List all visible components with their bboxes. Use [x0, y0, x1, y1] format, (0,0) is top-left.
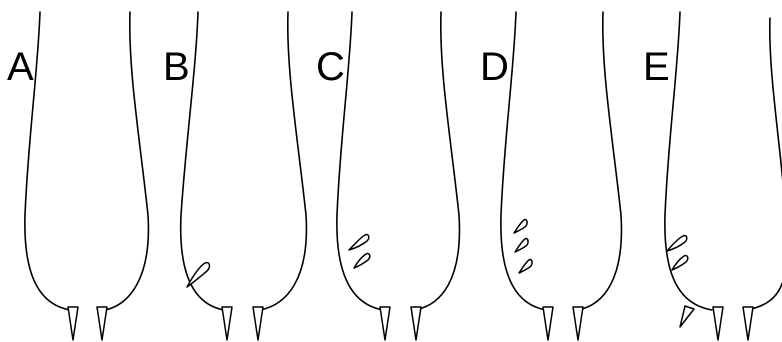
panel-a: A	[7, 12, 148, 340]
terminal-spine-right	[97, 307, 107, 340]
lateral-spine-upper	[349, 235, 369, 250]
terminal-spine-right	[573, 307, 583, 340]
terminal-spine-right	[253, 307, 263, 340]
panel-label-c: C	[316, 45, 345, 89]
segment-outline-right	[260, 12, 306, 310]
panel-e: E	[643, 12, 782, 340]
lateral-spine	[187, 263, 209, 287]
terminal-spine-right	[743, 307, 753, 340]
terminal-spine-outer	[680, 306, 694, 327]
terminal-spine-right	[411, 307, 421, 340]
panel-c: C	[316, 12, 459, 340]
panel-d: D	[480, 12, 621, 340]
lateral-spine-lower	[354, 254, 370, 268]
panel-label-d: D	[480, 45, 509, 89]
terminal-spine-left	[543, 307, 553, 340]
terminal-spine-left	[713, 307, 723, 340]
terminal-spine-left	[68, 307, 78, 340]
lateral-spine-lower	[672, 256, 688, 270]
lateral-spine-middle	[515, 239, 528, 252]
segment-outline-right	[770, 18, 782, 215]
lateral-spine-upper	[514, 220, 527, 233]
terminal-spine-left	[222, 307, 232, 340]
segment-outline-right	[105, 12, 148, 310]
segment-outline-right-lower	[748, 278, 782, 310]
panel-label-a: A	[7, 45, 34, 89]
lateral-spine-upper	[667, 236, 687, 251]
segment-outline-right	[415, 12, 459, 310]
segment-outline-left	[665, 12, 712, 310]
panel-b: B	[163, 12, 306, 340]
lateral-spine-lower	[519, 260, 532, 273]
panel-label-e: E	[643, 45, 670, 89]
panel-label-b: B	[163, 45, 190, 89]
terminal-spine-left	[380, 307, 390, 340]
segment-outline-right	[578, 12, 621, 310]
